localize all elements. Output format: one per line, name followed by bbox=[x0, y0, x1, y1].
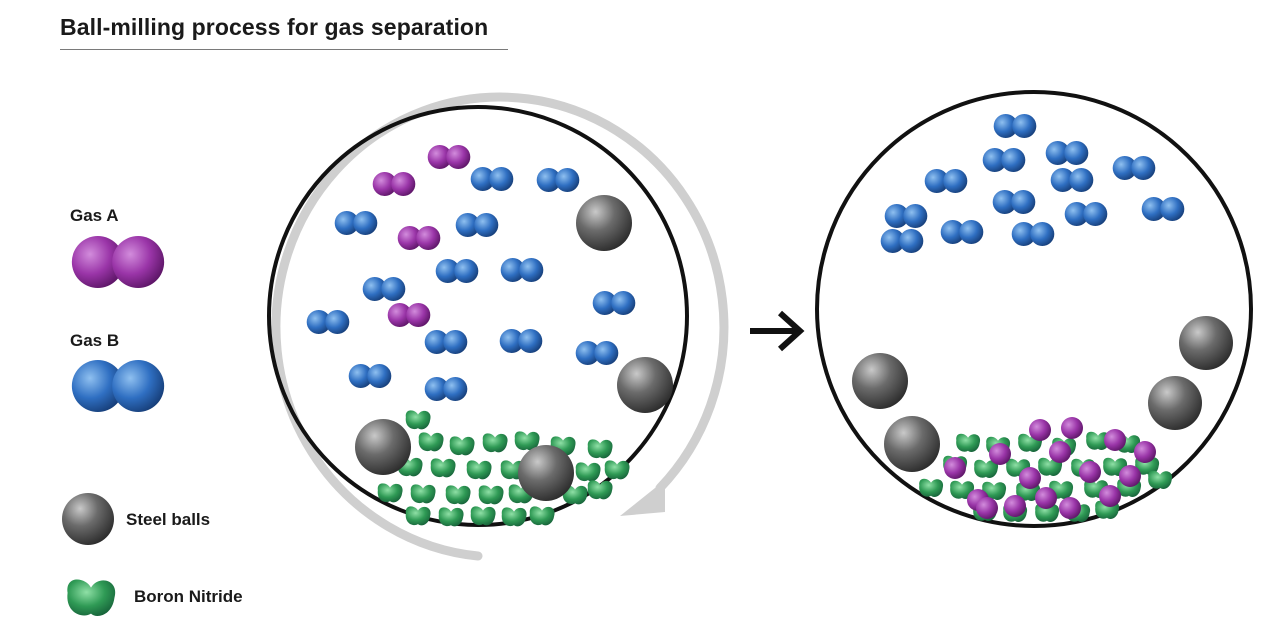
boron-nitride-particle bbox=[950, 480, 975, 499]
gas-b-molecule bbox=[500, 258, 544, 282]
boron-nitride-particle bbox=[514, 431, 540, 451]
boron-nitride-particle bbox=[604, 460, 630, 480]
boron-nitride-particle bbox=[449, 436, 475, 456]
gas-b-molecule bbox=[592, 291, 636, 315]
gas-b-molecule bbox=[348, 364, 392, 388]
legend-gas-b-icon bbox=[71, 360, 165, 412]
steel-ball bbox=[617, 357, 673, 413]
adsorbed-gas-a-atom bbox=[1029, 419, 1051, 441]
adsorbed-gas-a-atom bbox=[1004, 495, 1026, 517]
adsorbed-gas-a-atom bbox=[1079, 461, 1101, 483]
legend-gas-b-label: Gas B bbox=[70, 331, 120, 350]
boron-nitride-particle bbox=[587, 480, 613, 500]
legend-steel-balls-label: Steel balls bbox=[126, 510, 211, 529]
gas-a-molecule bbox=[427, 145, 471, 169]
boron-nitride-particle bbox=[575, 462, 601, 482]
gas-b-molecule bbox=[982, 148, 1026, 172]
legend-gas-a-icon bbox=[71, 236, 165, 288]
gas-a-molecule bbox=[387, 303, 431, 327]
legend-boron-nitride-icon bbox=[67, 579, 116, 616]
gas-a-molecule bbox=[397, 226, 441, 250]
boron-nitride-particle bbox=[482, 433, 508, 453]
title-underline bbox=[60, 49, 508, 50]
boron-nitride-particle bbox=[1148, 470, 1173, 489]
adsorbed-gas-a-atom bbox=[1061, 417, 1083, 439]
gas-b-molecule bbox=[470, 167, 514, 191]
boron-nitride-particle bbox=[562, 485, 588, 505]
boron-nitride-particle bbox=[470, 506, 496, 526]
gas-b-molecule bbox=[1141, 197, 1185, 221]
gas-b-molecule bbox=[306, 310, 350, 334]
adsorbed-gas-a-atom bbox=[1049, 441, 1071, 463]
adsorbed-gas-a-atom bbox=[976, 497, 998, 519]
legend-gas-a-label: Gas A bbox=[70, 206, 119, 225]
gas-b-molecule bbox=[455, 213, 499, 237]
rotation-arrow bbox=[271, 92, 729, 561]
boron-nitride-particle bbox=[405, 506, 431, 526]
gas-b-molecule bbox=[1011, 222, 1055, 246]
boron-nitride-particle bbox=[501, 507, 527, 527]
gas-b-molecule bbox=[1045, 141, 1089, 165]
milling-vial-after bbox=[815, 90, 1253, 528]
boron-nitride-particle bbox=[1035, 503, 1060, 522]
boron-nitride-particle bbox=[478, 485, 504, 505]
gas-b-molecule bbox=[880, 229, 924, 253]
gas-b-molecule bbox=[499, 329, 543, 353]
steel-ball bbox=[576, 195, 632, 251]
steel-ball bbox=[355, 419, 411, 475]
boron-nitride-particle bbox=[445, 485, 471, 505]
legend-steel-ball-icon bbox=[62, 493, 114, 545]
boron-nitride-particle bbox=[405, 410, 431, 430]
adsorbed-gas-a-atom bbox=[1019, 467, 1041, 489]
adsorbed-gas-a-atom bbox=[1099, 485, 1121, 507]
gas-b-molecule bbox=[924, 169, 968, 193]
boron-nitride-particle bbox=[919, 478, 944, 497]
steel-ball bbox=[852, 353, 908, 409]
boron-nitride-particle bbox=[956, 433, 981, 452]
steel-ball bbox=[884, 416, 940, 472]
gas-b-molecule bbox=[575, 341, 619, 365]
gas-b-molecule bbox=[1050, 168, 1094, 192]
adsorbed-gas-a-atom bbox=[944, 457, 966, 479]
boron-nitride-particle bbox=[410, 484, 436, 504]
adsorbed-gas-a-atom bbox=[1134, 441, 1156, 463]
milling-vial-before bbox=[267, 105, 689, 527]
gas-b-molecule bbox=[435, 259, 479, 283]
gas-a-molecule bbox=[372, 172, 416, 196]
steel-ball bbox=[1148, 376, 1202, 430]
diagram-title: Ball-milling process for gas separation bbox=[60, 14, 489, 40]
gas-b-molecule bbox=[940, 220, 984, 244]
adsorbed-gas-a-atom bbox=[1035, 487, 1057, 509]
gas-b-molecule bbox=[1112, 156, 1156, 180]
boron-nitride-particle bbox=[466, 460, 492, 480]
boron-nitride-particle bbox=[377, 483, 403, 503]
steel-ball bbox=[1179, 316, 1233, 370]
gas-b-molecule bbox=[884, 204, 928, 228]
process-arrow-icon bbox=[750, 310, 805, 352]
boron-nitride-particle bbox=[438, 507, 464, 527]
gas-b-molecule bbox=[992, 190, 1036, 214]
adsorbed-gas-a-atom bbox=[1104, 429, 1126, 451]
adsorbed-gas-a-atom bbox=[1059, 497, 1081, 519]
steel-ball bbox=[518, 445, 574, 501]
gas-b-molecule bbox=[362, 277, 406, 301]
gas-b-molecule bbox=[993, 114, 1037, 138]
gas-b-molecule bbox=[536, 168, 580, 192]
legend-boron-nitride-label: Boron Nitride bbox=[134, 587, 243, 606]
boron-nitride-particle bbox=[418, 432, 444, 452]
boron-nitride-particle bbox=[529, 506, 555, 526]
gas-b-molecule bbox=[334, 211, 378, 235]
adsorbed-gas-a-atom bbox=[1119, 465, 1141, 487]
gas-b-molecule bbox=[424, 377, 468, 401]
gas-b-molecule bbox=[424, 330, 468, 354]
gas-b-molecule bbox=[1064, 202, 1108, 226]
boron-nitride-particle bbox=[982, 481, 1007, 500]
boron-nitride-particle bbox=[974, 459, 999, 478]
boron-nitride-particle bbox=[1086, 431, 1111, 450]
boron-nitride-particle bbox=[430, 458, 456, 478]
boron-nitride-particle bbox=[587, 439, 613, 459]
adsorbed-gas-a-atom bbox=[989, 443, 1011, 465]
